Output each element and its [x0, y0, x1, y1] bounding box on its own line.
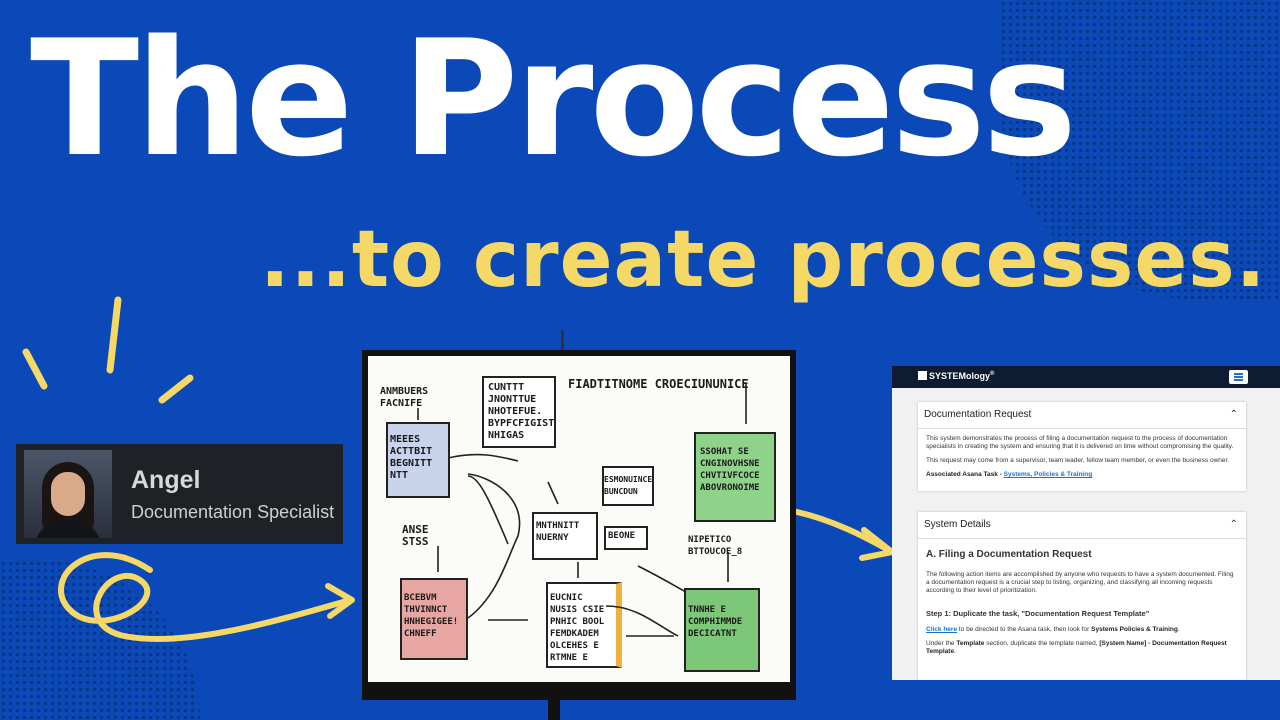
card-title: Documentation Request: [924, 409, 1032, 420]
whiteboard-note: MEEES ACTTBIT BEGNITT NTT: [390, 434, 433, 481]
arrow-right-icon: [794, 509, 895, 561]
whiteboard-note: EUCNIC NUSIS CSIE PNHIC BOOL FEMDKADEM O…: [550, 593, 605, 663]
subtitle: ...to create processes.: [260, 215, 1267, 305]
curly-arrow-icon: [58, 552, 355, 643]
step-heading: Step 1: Duplicate the task, "Documentati…: [926, 609, 1150, 618]
whiteboard-note: ESMONUINCE BUNCDUN: [604, 475, 653, 496]
spark-lines-icon: [22, 296, 194, 404]
instruction-bold: Systems Policies & Training: [1091, 626, 1178, 633]
instruction-text: Under the: [926, 640, 957, 647]
asana-task-link[interactable]: Systems, Policies & Training: [1003, 471, 1093, 478]
brand-icon: [918, 371, 927, 380]
whiteboard-note: TNNHE E COMPHIMMDE DECICATNT: [688, 605, 743, 639]
whiteboard-note: SSOHAT SE CNGINOVHSNE CHVTIVFCOCE ABOVRO…: [700, 447, 760, 493]
main-title: The Process: [30, 5, 1077, 192]
whiteboard-mount: [561, 330, 564, 352]
whiteboard-note: CUNTTT JNONTTUE NHOTEFUE. BYPFCFIGIST NH…: [488, 382, 555, 441]
section-heading: A. Filing a Documentation Request: [926, 549, 1092, 560]
brand-name: SYSTEMology: [929, 371, 991, 381]
whiteboard-note: ANMBUERS FACNIFE: [380, 386, 429, 409]
whiteboard-arrows-icon: [417, 384, 747, 637]
whiteboard-stand: [548, 700, 560, 720]
brand-logo[interactable]: SYSTEMology®: [918, 371, 994, 381]
presenter-role: Documentation Specialist: [131, 502, 335, 522]
presenter-nameplate: Angel Documentation Specialist: [16, 444, 343, 544]
instruction-text: .: [1177, 626, 1180, 633]
whiteboard-heading: FIADTITNOME CROECIUNUNICE: [568, 377, 749, 391]
card-header[interactable]: Documentation Request ⌃: [918, 402, 1246, 429]
whiteboard-note: ANSE STSS: [402, 523, 429, 548]
menu-icon[interactable]: [1229, 370, 1248, 384]
whiteboard: FIADTITNOME CROECIUNUNICE ANMBUERS FACNI…: [362, 350, 796, 700]
card-title: System Details: [924, 519, 991, 530]
card-documentation-request: Documentation Request ⌃ This system demo…: [918, 402, 1246, 491]
instruction-bold: Template: [956, 640, 985, 647]
document-screenshot: SYSTEMology® Documentation Request ⌃ Thi…: [892, 366, 1280, 680]
instruction-text: .: [954, 648, 956, 655]
presenter-name: Angel: [131, 466, 201, 494]
chevron-up-icon[interactable]: ⌃: [1229, 519, 1238, 530]
brand-trademark: ®: [990, 371, 995, 377]
card-header[interactable]: System Details ⌃: [918, 512, 1246, 539]
navbar: SYSTEMology®: [892, 366, 1280, 388]
card-paragraph: This request may come from a supervisor,…: [926, 457, 1230, 464]
whiteboard-note: BEONE: [608, 531, 636, 541]
instruction-text: to be directed to the Asana task, then l…: [957, 626, 1092, 633]
whiteboard-note: NIPETICO BTTOUCOE_8: [688, 535, 743, 557]
whiteboard-note: BCEBVM THVINNCT HNHEGIGEE! CHNEFF: [404, 593, 459, 639]
task-label: Associated Asana Task -: [926, 471, 1004, 478]
whiteboard-surface: FIADTITNOME CROECIUNUNICE ANMBUERS FACNI…: [368, 356, 790, 682]
instruction-bold: [System Name] - Documentation Request Te…: [926, 640, 1227, 655]
click-here-link[interactable]: Click here: [926, 626, 958, 633]
whiteboard-note: MNTHNITT NUERNY: [536, 521, 580, 543]
avatar: [24, 450, 112, 538]
card-system-details: System Details ⌃ A. Filing a Documentati…: [918, 512, 1246, 680]
instruction-text: section, duplicate the template named,: [984, 640, 1100, 647]
chevron-up-icon[interactable]: ⌃: [1229, 409, 1238, 420]
card-paragraph: This system demonstrates the process of …: [926, 435, 1234, 450]
card-paragraph: The following action items are accomplis…: [926, 571, 1234, 594]
